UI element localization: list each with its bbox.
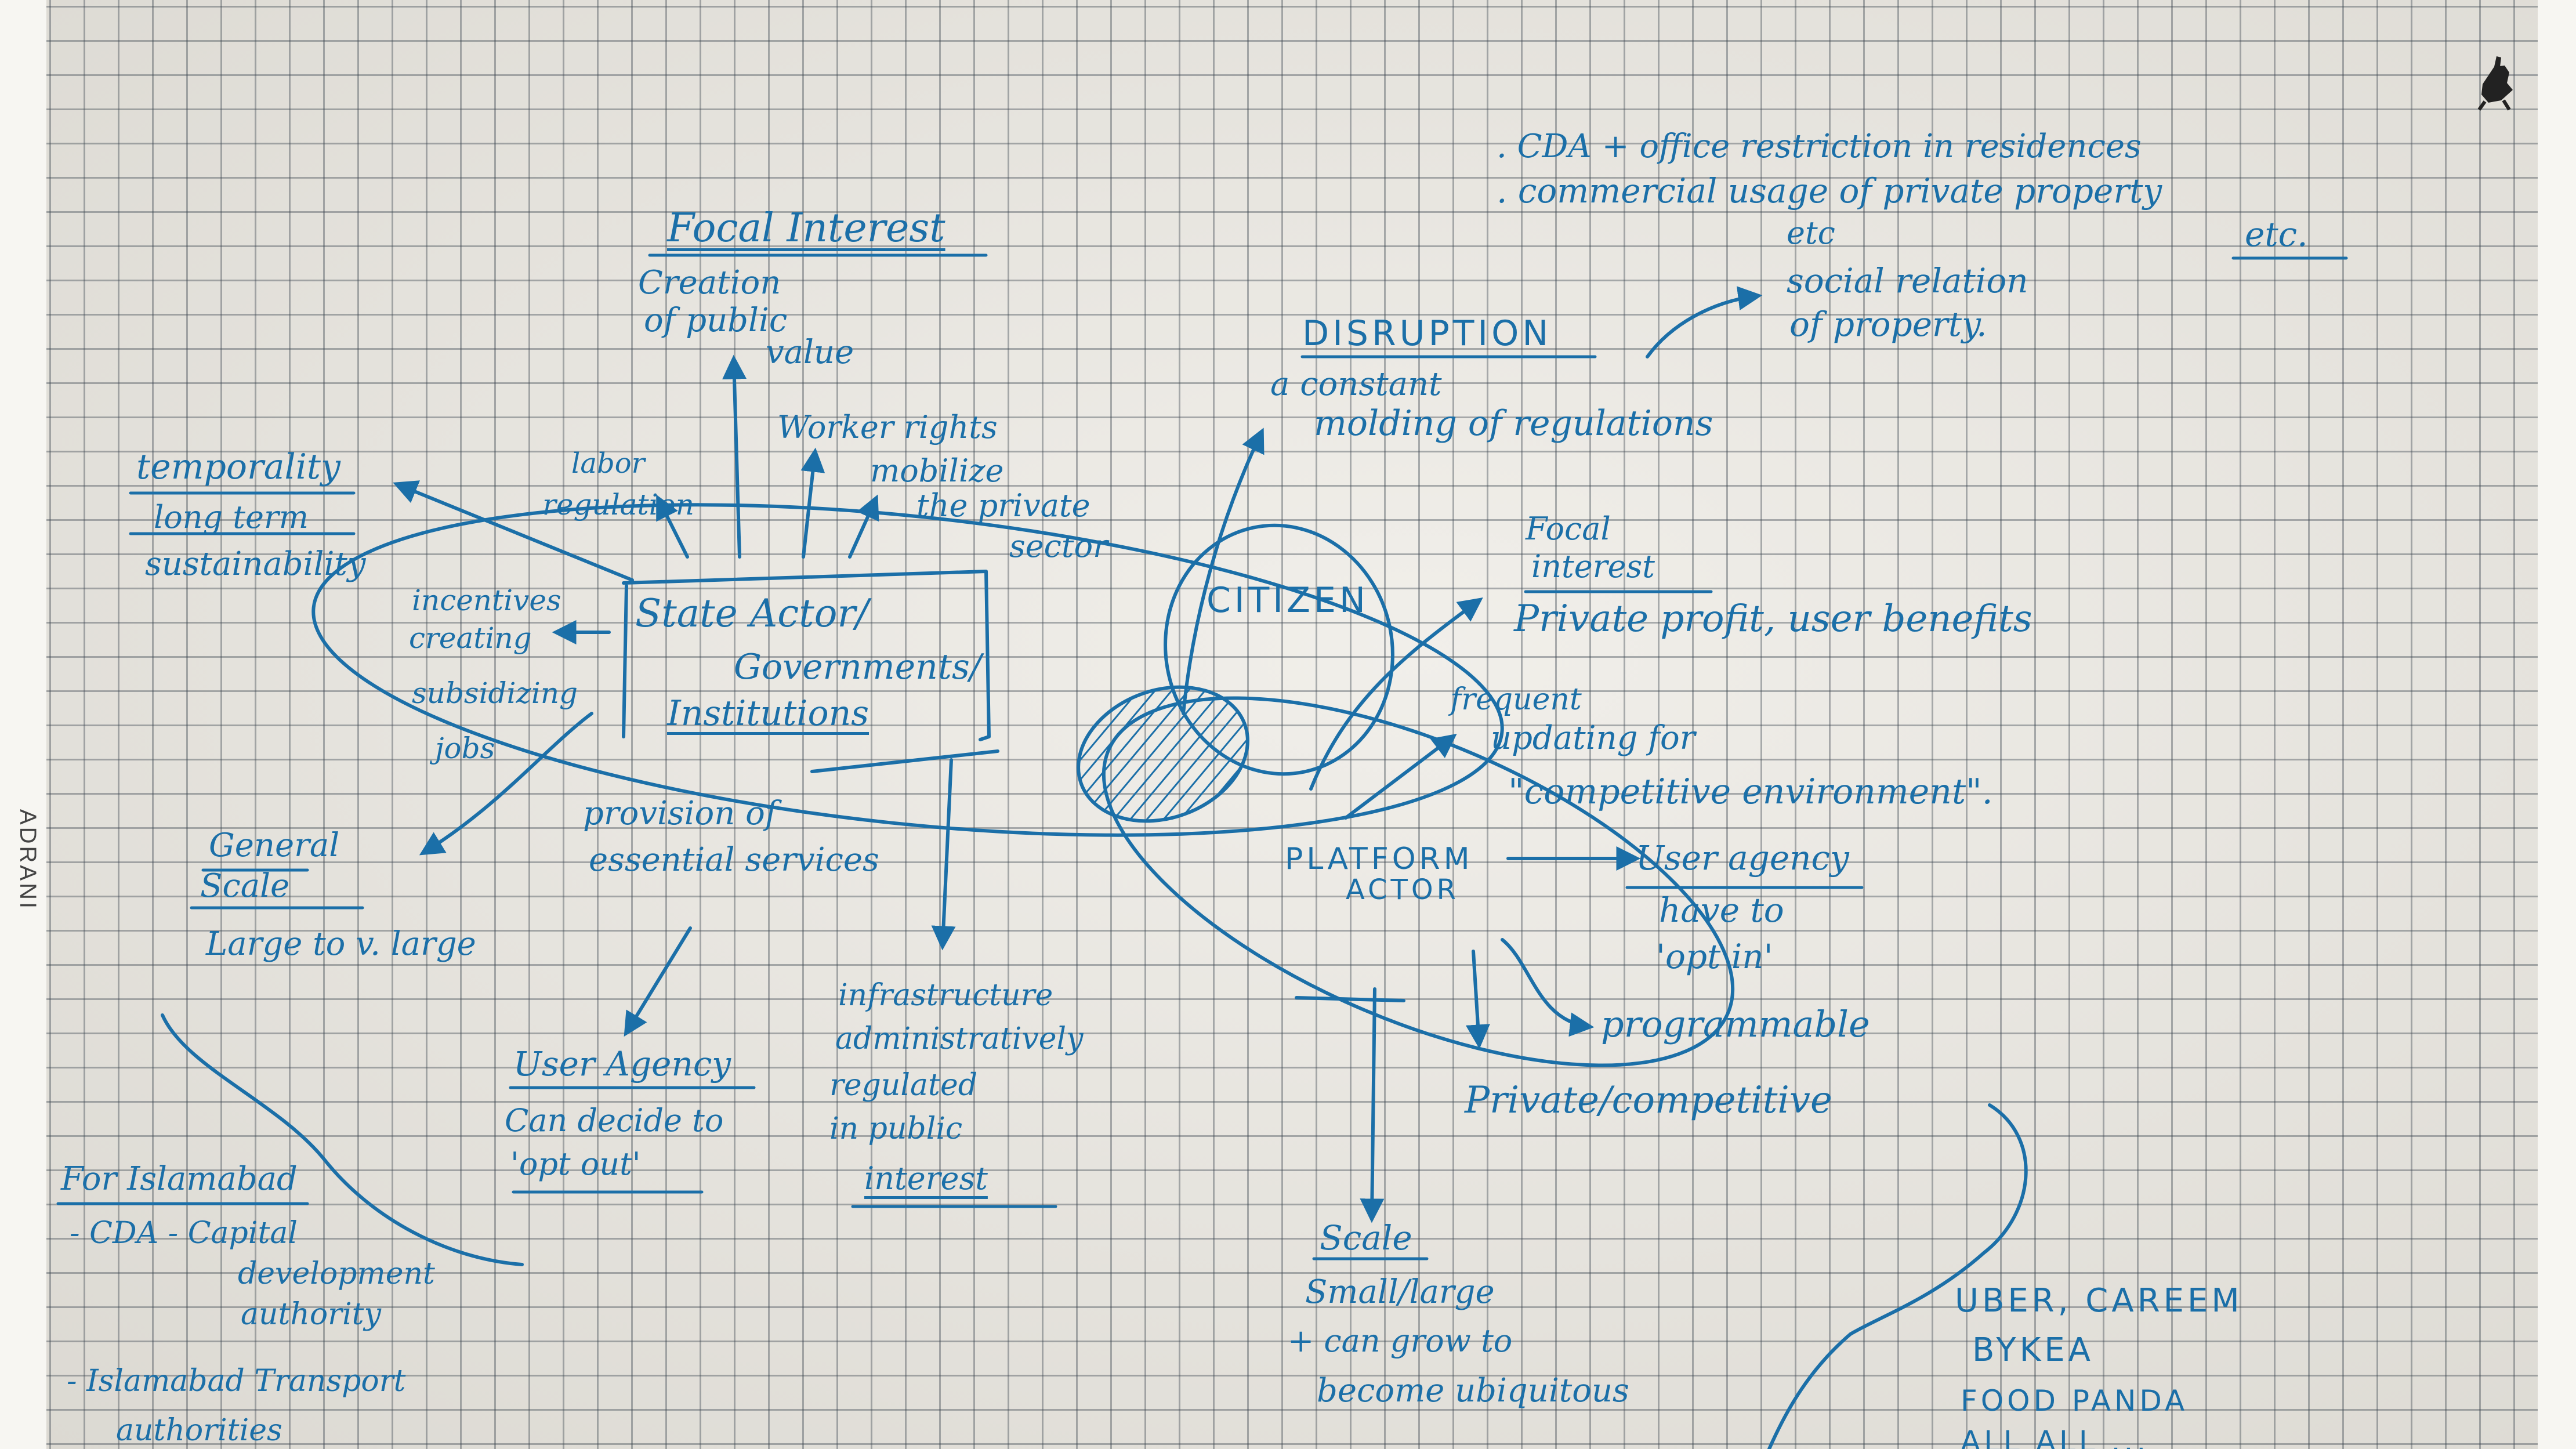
citizen-label: CITIZEN	[1207, 580, 1369, 621]
mobilize-text-2: the private	[916, 487, 1090, 524]
state-focal-text-2: of public	[644, 302, 788, 339]
state-actor-label-1: State Actor/	[635, 591, 869, 636]
platform-example-4: ALL ALL ...	[1961, 1425, 2150, 1449]
disruption-note-2: . commercial usage of private property	[1497, 171, 2162, 211]
social-relation-text-1: social relation	[1787, 261, 2028, 300]
incentives-text-1: incentives	[412, 584, 561, 617]
social-relation-text-2: of property.	[1789, 305, 1987, 344]
labor-text-2: regulation	[542, 488, 694, 521]
incentives-text-4: jobs	[435, 731, 495, 765]
page-edge-left: ADRANI	[0, 0, 46, 1449]
islamabad-item-4: - Islamabad Transport	[67, 1364, 406, 1399]
islamabad-item-1: - CDA - Capital	[70, 1216, 298, 1251]
state-focal-text-1: Creation	[638, 264, 781, 302]
page-edge-right	[2538, 0, 2576, 1449]
temporality-text-1: long term	[154, 499, 309, 535]
public-interest-text-1: in public	[829, 1111, 963, 1146]
provision-text-2: essential services	[589, 841, 879, 879]
citizen-ellipse	[1164, 523, 1394, 776]
state-actor-box	[622, 570, 991, 741]
platform-actor-label-2: ACTOR	[1346, 874, 1459, 906]
platform-focal-text: Private profit, user benefits	[1514, 597, 2032, 640]
disruption-text-1: a constant	[1270, 365, 1442, 403]
disruption-text-2: molding of regulations	[1314, 403, 1713, 444]
public-interest-text-2: interest	[864, 1160, 988, 1197]
state-user-agency-text-1: Can decide to	[505, 1102, 724, 1139]
state-user-agency-text-2: 'opt out'	[510, 1146, 641, 1182]
islamabad-item-5: authorities	[116, 1413, 282, 1448]
disruption-note-4: etc.	[2245, 215, 2308, 254]
mobilize-text-1: mobilize	[870, 452, 1004, 489]
state-user-agency-heading: User Agency	[513, 1044, 731, 1084]
platform-example-2: BYKEA	[1972, 1331, 2094, 1369]
temporality-text-2: sustainability	[145, 545, 366, 583]
platform-example-1: UBER, CAREEM	[1955, 1282, 2243, 1320]
disruption-note-3: etc	[1787, 215, 1835, 251]
programmable-text: programmable	[1601, 1003, 1870, 1045]
state-focal-interest-heading: Focal Interest	[667, 205, 945, 251]
infrastructure-text-2: administratively	[835, 1021, 1084, 1056]
platform-user-agency-text-1: have to	[1659, 890, 1784, 930]
updating-text-1: frequent	[1450, 682, 1582, 717]
platform-scale-text-2: + can grow to	[1288, 1323, 1513, 1359]
heading-underlines	[56, 253, 2348, 1260]
updating-text-2: updating for	[1491, 719, 1695, 757]
connector-lines	[161, 749, 2028, 1449]
labor-text-1: labor	[571, 447, 645, 480]
disruption-heading: DISRUPTION	[1302, 313, 1552, 354]
state-actor-label-2: Governments/	[734, 647, 981, 687]
platform-user-agency-heading: User agency	[1636, 838, 1849, 878]
provision-text-1: provision of	[583, 795, 777, 832]
infrastructure-text-1: infrastructure	[838, 978, 1053, 1013]
state-arrows	[393, 354, 956, 1037]
incentives-text-2: creating	[409, 621, 532, 655]
mobilize-text-3: sector	[1009, 528, 1108, 564]
worker-rights: Worker rights	[777, 409, 998, 445]
platform-scale-text-3: become ubiquitous	[1317, 1372, 1629, 1410]
temporality-heading: temporality	[136, 447, 340, 487]
figure-stamp-icon	[2477, 56, 2513, 111]
platform-user-agency-text-2: 'opt in'	[1656, 937, 1773, 976]
islamabad-item-2: development	[238, 1256, 435, 1291]
state-focal-text-3: value	[766, 334, 854, 371]
general-scale-heading-1: General	[209, 827, 340, 864]
islamabad-item-3: authority	[241, 1297, 381, 1332]
state-actor-ellipse	[311, 503, 1504, 837]
platform-focal-heading-1: Focal	[1526, 510, 1611, 547]
platform-scale-text-1: Small/large	[1305, 1273, 1495, 1311]
general-scale-value: Large to v. large	[206, 925, 476, 963]
platform-focal-heading-2: interest	[1531, 548, 1655, 585]
state-actor-label-3: Institutions	[667, 693, 869, 734]
hatched-overlap-region	[1077, 685, 1249, 823]
platform-example-3: FOOD PANDA	[1961, 1384, 2189, 1418]
updating-text-3: "competitive environment".	[1508, 771, 1993, 812]
incentives-text-3: subsidizing	[412, 676, 578, 710]
disruption-note-1: . CDA + office restriction in residences	[1497, 128, 2142, 165]
general-scale-heading-2: Scale	[200, 867, 290, 905]
platform-arrows	[1182, 286, 1763, 1223]
infrastructure-text-3: regulated	[829, 1068, 977, 1103]
private-competitive-text: Private/competitive	[1465, 1079, 1832, 1122]
platform-scale-heading: Scale	[1320, 1218, 1412, 1258]
islamabad-heading: For Islamabad	[61, 1160, 298, 1198]
platform-actor-label-1: PLATFORM	[1285, 842, 1473, 876]
